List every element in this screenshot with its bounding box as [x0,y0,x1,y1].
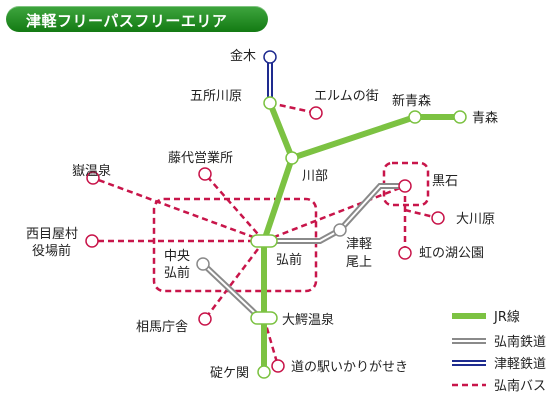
label-ikarigaseki: 碇ケ関 [210,366,249,381]
label-tsugaru-onoe: 津軽 [346,237,372,252]
label-chuo-2: 弘前 [164,265,190,281]
label-soma: 相馬庁舎 [136,320,188,335]
label-michinoeki: 道の駅いかりがせき [291,360,408,375]
legend-tsugaru-rail-label: 津軽鉄道 [494,357,546,372]
konan-bus-lines [92,101,439,367]
konan-rail-lines [200,183,405,319]
label-chuo: 中央 [164,249,190,264]
label-tsugaru-onoe-2: 尾上 [346,255,372,270]
label-owani-onsen: 大鰐温泉 [282,312,334,328]
map-title: 津軽フリーパスフリーエリア [26,12,228,30]
title-banner: 津軽フリーパスフリーエリア [6,6,268,32]
label-dake: 嶽温泉 [72,163,111,179]
legend-jr-label: JR線 [493,309,520,325]
legend-konan-bus-label: 弘南バス [494,378,546,394]
label-hirosaki: 弘前 [276,252,302,268]
label-elm: エルムの街 [314,89,379,104]
station-labels: 金木 五所川原 エルムの街 新青森 青森 藤代営業所 川部 嶽温泉 黒石 大川原… [26,48,498,381]
label-nishimeya-2: 役場前 [32,243,71,259]
label-kuroishi: 黒石 [432,174,458,189]
label-owani-hara: 大川原 [456,212,495,227]
legend-konan-rail-label: 弘南鉄道 [494,334,546,350]
label-fujishiro: 藤代営業所 [168,150,233,166]
hirosaki-bus-zone [152,197,318,293]
label-aomori: 青森 [472,111,498,126]
label-nishimeya: 西目屋村 [26,227,78,242]
label-goshogawara: 五所川原 [190,89,242,104]
station-markers [85,50,467,379]
label-kanagi: 金木 [230,48,256,64]
label-shin-aomori: 新青森 [392,93,431,109]
legend: JR線 弘南鉄道 津軽鉄道 弘南バス [452,309,546,394]
label-kawabe: 川部 [302,169,328,184]
label-niji: 虹の湖公園 [419,246,484,261]
